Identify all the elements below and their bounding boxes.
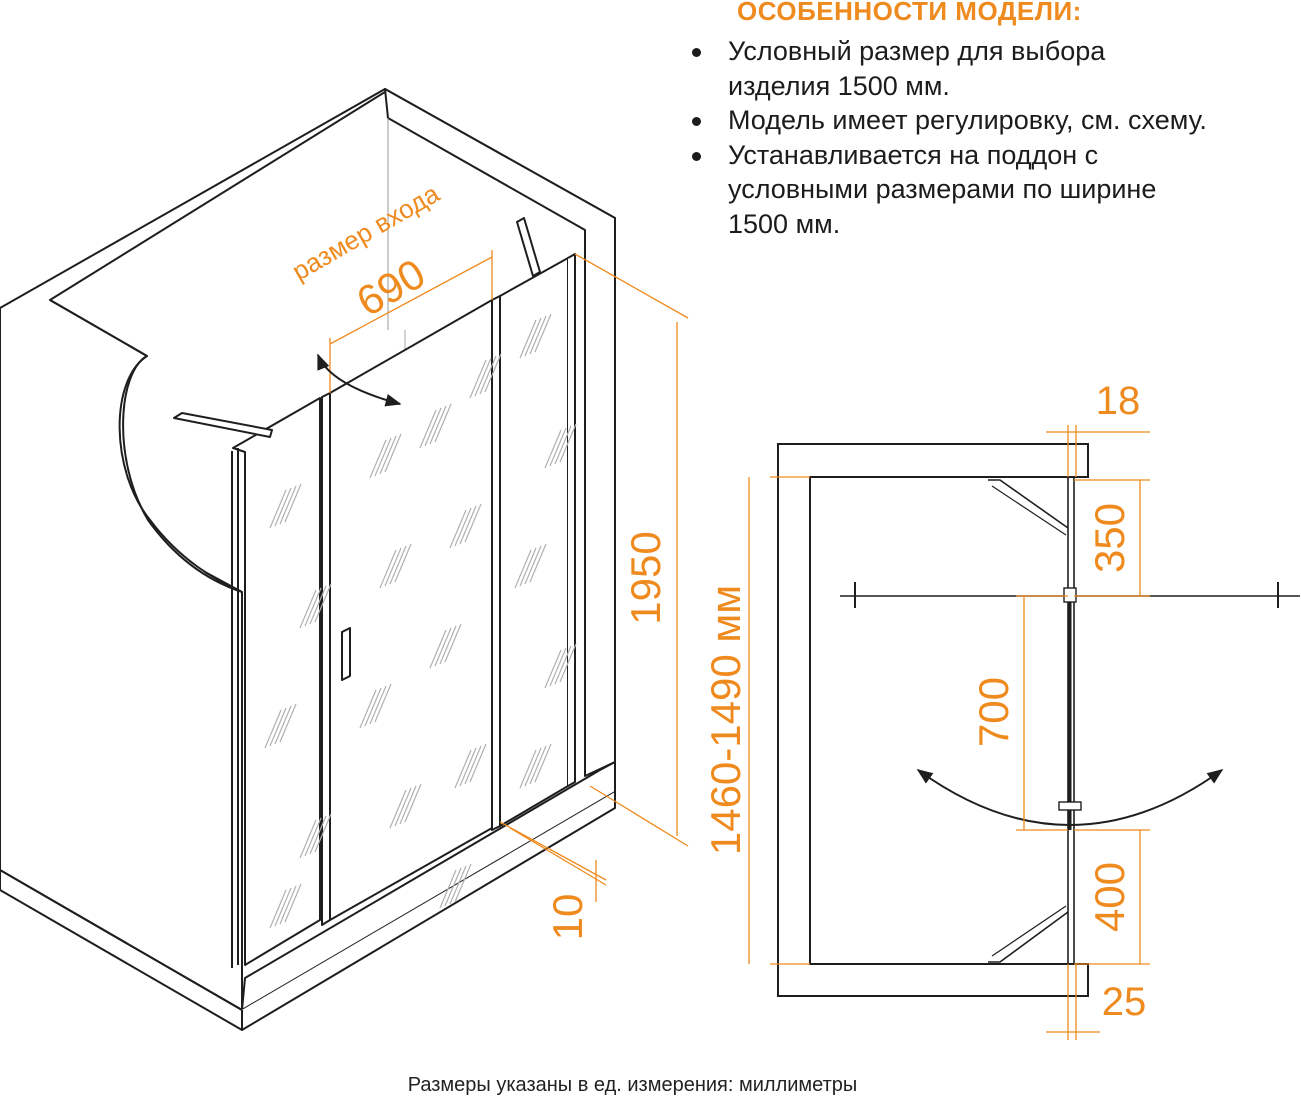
dim-top-offset: 18: [1096, 379, 1141, 423]
features-list: Условный размер для выбора изделия 1500 …: [690, 34, 1295, 241]
isometric-dimensions: [329, 250, 689, 902]
features-title: ОСОБЕННОСТИ МОДЕЛИ:: [737, 0, 1082, 26]
feature-item: Модель имеет регулировку, см. схему.: [690, 103, 1295, 138]
feature-line: Устанавливается на поддон с: [728, 139, 1099, 170]
dim-bottom-offset: 25: [1102, 980, 1147, 1024]
isometric-view: [0, 88, 616, 1031]
feature-line: 1500 мм.: [728, 208, 841, 239]
dim-fixed-lower: 400: [1086, 862, 1133, 932]
plan-view: [777, 443, 1300, 997]
dim-fixed-upper: 350: [1086, 503, 1133, 573]
dim-door: 700: [970, 677, 1017, 747]
plan-width-range: 1460-1490 мм: [702, 585, 749, 855]
glass-panels: [173, 217, 576, 968]
feature-line: Условный размер для выбора: [728, 36, 1106, 66]
feature-line: Модель имеет регулировку, см. схему.: [728, 105, 1207, 135]
side-gap-dimension: 10: [544, 894, 591, 941]
door-handle: [341, 627, 351, 681]
units-footnote: Размеры указаны в ед. измерения: миллиме…: [407, 1074, 858, 1096]
plan-walls: [777, 443, 1089, 997]
plan-dimensions: [748, 425, 1150, 1040]
feature-line: изделия 1500 мм.: [728, 70, 950, 101]
feature-item: Устанавливается на поддон с условными ра…: [690, 138, 1295, 242]
glass-reflections: [264, 313, 577, 929]
feature-line: условными размерами по ширине: [728, 174, 1157, 204]
door-swing-arrows: [317, 353, 402, 407]
feature-item: Условный размер для выбора изделия 1500 …: [690, 34, 1295, 103]
height-dimension: 1950: [622, 531, 669, 624]
entrance-width: 690: [349, 250, 433, 326]
